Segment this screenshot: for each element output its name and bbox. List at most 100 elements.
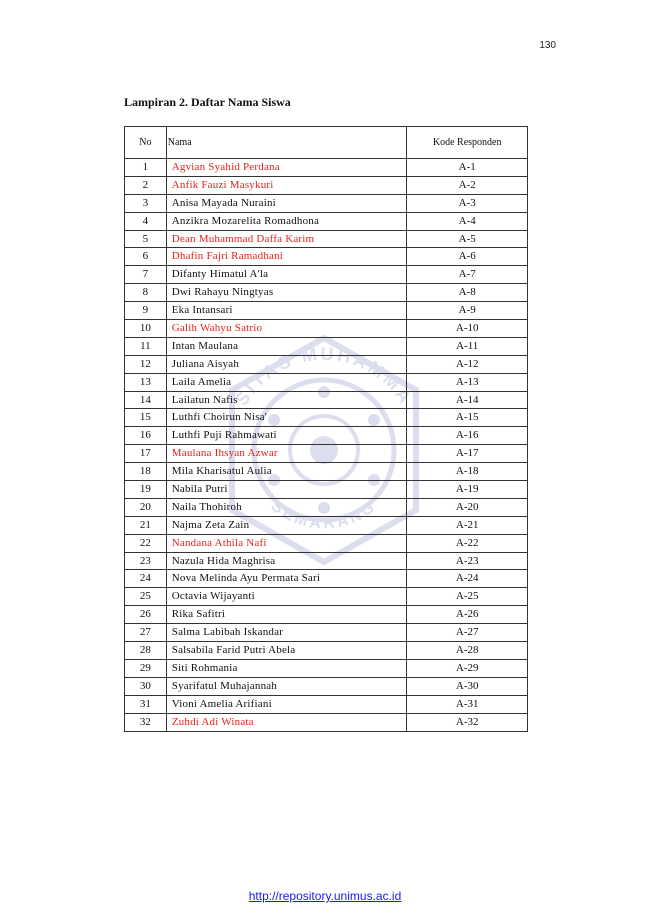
cell-no: 29 <box>124 658 167 678</box>
cell-no: 27 <box>124 623 167 643</box>
cell-nama: Agvian Syahid Perdana <box>165 158 408 177</box>
cell-no: 3 <box>124 193 167 213</box>
cell-no: 4 <box>124 211 167 231</box>
cell-nama: Luthfi Choirun Nisa' <box>165 408 408 428</box>
cell-kode-responden: A-1 <box>406 158 528 177</box>
cell-nama: Nabila Putri <box>165 480 408 499</box>
cell-kode-responden: A-20 <box>406 497 528 517</box>
header-no: No <box>124 126 167 159</box>
cell-kode-responden: A-26 <box>406 605 528 625</box>
cell-kode-responden: A-21 <box>406 515 528 535</box>
cell-nama: Dhafin Fajri Ramadhani <box>165 247 408 267</box>
cell-nama: Octavia Wijayanti <box>165 587 408 607</box>
cell-no: 30 <box>124 676 167 696</box>
cell-nama: Intan Maulana <box>165 336 408 356</box>
cell-nama: Rika Safitri <box>165 605 408 625</box>
cell-nama: Naila Thohiroh <box>165 497 408 517</box>
cell-kode-responden: A-17 <box>406 444 528 464</box>
cell-nama: Anisa Mayada Nuraini <box>165 193 408 213</box>
cell-no: 2 <box>124 175 167 195</box>
cell-kode-responden: A-23 <box>406 551 528 571</box>
cell-kode-responden: A-11 <box>406 336 528 356</box>
cell-nama: Salma Labibah Iskandar <box>165 623 408 643</box>
cell-nama: Zuhdi Adi Winata <box>165 712 408 732</box>
cell-kode-responden: A-29 <box>406 658 528 678</box>
header-kode-responden: Kode Responden <box>406 126 528 159</box>
cell-kode-responden: A-12 <box>406 354 528 374</box>
table-header-row: No Nama Kode Responden <box>124 126 528 159</box>
cell-kode-responden: A-7 <box>406 265 528 285</box>
cell-nama: Salsabila Farid Putri Abela <box>165 641 408 660</box>
cell-no: 12 <box>124 354 167 374</box>
cell-no: 1 <box>124 158 167 177</box>
cell-kode-responden: A-28 <box>406 641 528 660</box>
cell-no: 31 <box>124 694 167 714</box>
cell-nama: Vioni Amelia Arifiani <box>165 694 408 714</box>
cell-kode-responden: A-24 <box>406 569 528 589</box>
cell-kode-responden: A-9 <box>406 301 528 321</box>
cell-no: 23 <box>124 551 167 571</box>
cell-kode-responden: A-14 <box>406 390 528 410</box>
cell-kode-responden: A-27 <box>406 623 528 643</box>
cell-no: 17 <box>124 444 167 464</box>
cell-nama: Mila Kharisatul Aulia <box>165 462 408 482</box>
cell-no: 6 <box>124 247 167 267</box>
cell-no: 5 <box>124 229 167 249</box>
cell-kode-responden: A-16 <box>406 426 528 446</box>
cell-kode-responden: A-6 <box>406 247 528 267</box>
cell-nama: Eka Intansari <box>165 301 408 321</box>
cell-no: 28 <box>124 641 167 660</box>
cell-kode-responden: A-18 <box>406 462 528 482</box>
cell-nama: Juliana Aisyah <box>165 354 408 374</box>
cell-no: 19 <box>124 480 167 499</box>
cell-nama: Luthfi Puji Rahmawati <box>165 426 408 446</box>
cell-no: 7 <box>124 265 167 285</box>
repository-link[interactable]: http://repository.unimus.ac.id <box>248 889 402 903</box>
cell-no: 11 <box>124 336 167 356</box>
cell-nama: Laila Amelia <box>165 372 408 392</box>
cell-nama: Dean Muhammad Daffa Karim <box>165 229 408 249</box>
cell-no: 10 <box>124 319 167 338</box>
cell-no: 24 <box>124 569 167 589</box>
cell-no: 22 <box>124 533 167 553</box>
cell-nama: Nandana Athila Nafi <box>165 533 408 553</box>
cell-kode-responden: A-25 <box>406 587 528 607</box>
cell-no: 26 <box>124 605 167 625</box>
cell-nama: Anzikra Mozarelita Romadhona <box>165 211 408 231</box>
cell-nama: Galih Wahyu Satrio <box>165 319 408 338</box>
cell-kode-responden: A-8 <box>406 283 528 303</box>
page-title: Lampiran 2. Daftar Nama Siswa <box>124 95 291 109</box>
cell-no: 8 <box>124 283 167 303</box>
cell-kode-responden: A-31 <box>406 694 528 714</box>
cell-kode-responden: A-4 <box>406 211 528 231</box>
cell-no: 16 <box>124 426 167 446</box>
